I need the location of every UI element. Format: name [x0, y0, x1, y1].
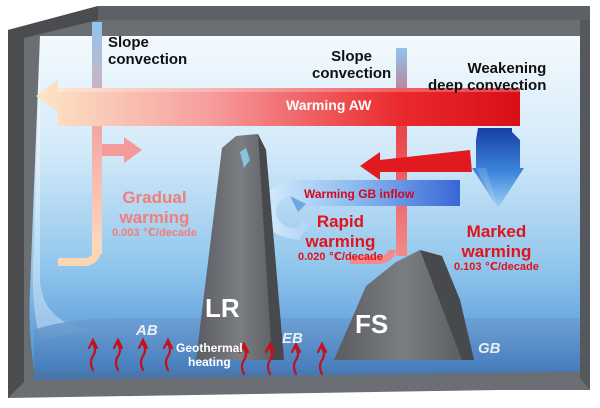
deep-convection-arrow [472, 128, 524, 208]
marked-warming-label: Marked warming 0.103 ℃/decade [454, 222, 539, 274]
gradual-warming-label: Gradual warming 0.003 ℃/decade [112, 188, 197, 240]
warming-aw-arrow [36, 80, 520, 126]
basin-eb-label: EB [282, 330, 303, 347]
slope-convection-left-pipe [58, 22, 142, 266]
red-flow-arrow [360, 150, 472, 180]
slope-convection-left-label: Slope convection [108, 34, 188, 69]
rapid-warming-label: Rapid warming 0.020 ℃/decade [298, 212, 383, 264]
basin-gb-label: GB [478, 340, 501, 357]
slope-convection-right-pipe [350, 48, 407, 264]
warming-aw-label: Warming AW [286, 97, 372, 113]
geothermal-arrows [87, 337, 328, 376]
lr-ridge [196, 134, 284, 360]
slope-left-edge [32, 36, 90, 340]
ridge-lr-label: LR [205, 293, 240, 323]
weakening-deep-convection-label: Weakening deep convection [428, 60, 547, 95]
warming-gb-inflow-label: Warming GB inflow [304, 187, 415, 201]
fs-ridge [334, 250, 474, 360]
basin-ab-label: AB [136, 322, 158, 339]
gb-inflow-arrow [262, 180, 460, 240]
ridge-fs-label: FS [355, 309, 389, 339]
slope-convection-right-label: Slope convection [312, 48, 392, 83]
geothermal-heating-label: Geothermal heating [176, 341, 243, 369]
